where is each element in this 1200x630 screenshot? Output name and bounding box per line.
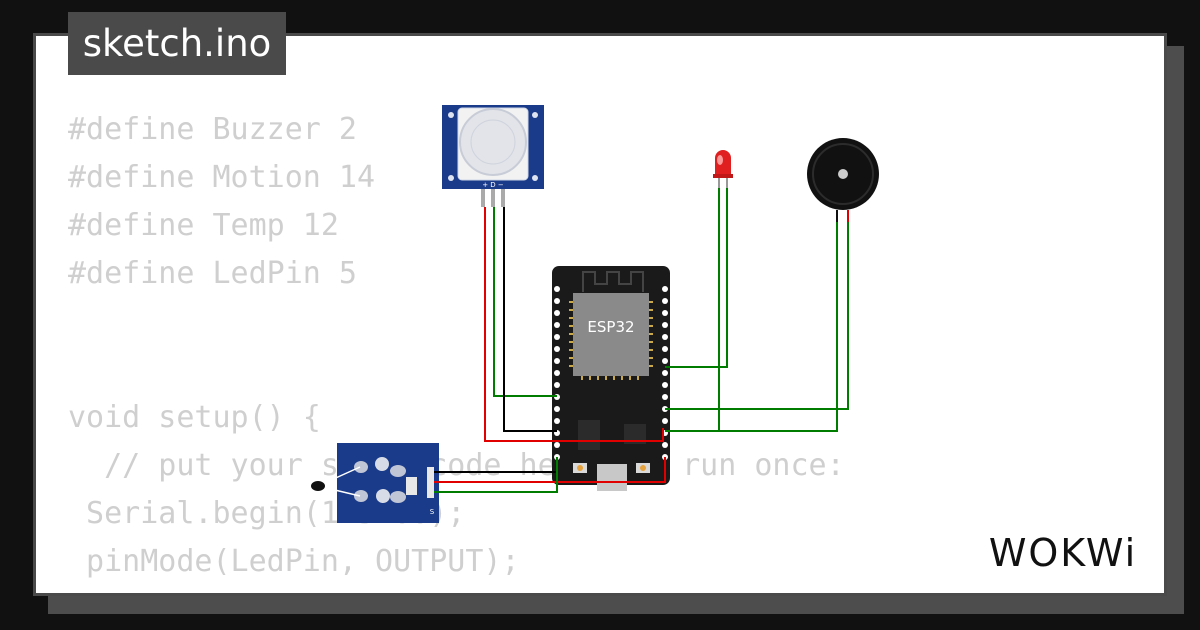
buzzer-hole [838, 169, 848, 179]
usb-port-icon [597, 464, 627, 491]
wire-led-cathode[interactable] [665, 188, 728, 368]
code-line: pinMode(Buzzer, OUTPUT); [68, 586, 845, 593]
pir-pin [501, 189, 505, 207]
wire-led-anode[interactable] [665, 188, 720, 432]
wokwi-logo: WOKWi [989, 531, 1137, 575]
temp-sensor-pin-label: S [430, 508, 435, 516]
wokwi-logo-text: WOKWi [989, 531, 1137, 575]
pir-pin [491, 189, 495, 207]
thermistor-lead [317, 485, 361, 497]
solder-pad [390, 491, 406, 503]
pir-dome-icon [459, 108, 527, 176]
wire-pir-gnd[interactable] [503, 207, 557, 432]
wire-pir-data[interactable] [493, 207, 557, 397]
usb-uart-chip [624, 424, 646, 444]
filename-tab[interactable]: sketch.ino [68, 12, 286, 75]
esp32-board[interactable]: ESP32 [552, 266, 670, 491]
pir-dome-ring-icon [470, 119, 516, 165]
esp32-chip-label: ESP32 [587, 318, 634, 336]
pir-pin [481, 189, 485, 207]
esp32-chip [573, 293, 649, 376]
header-pins-left [554, 286, 560, 460]
wire-temp-gnd[interactable] [434, 457, 558, 473]
led-body-icon [715, 150, 731, 176]
resistor [406, 477, 417, 495]
mount-hole-icon [448, 112, 454, 118]
solder-pad [354, 461, 368, 473]
buzzer[interactable] [807, 138, 879, 222]
wire-buzzer-ground[interactable] [665, 222, 838, 432]
led-rim [713, 174, 733, 178]
mount-hole-icon [375, 457, 389, 471]
chip-pins [569, 301, 653, 380]
solder-pad [390, 465, 406, 477]
button-cap [640, 465, 646, 471]
temperature-sensor[interactable]: S [311, 443, 439, 523]
wire-pir-vcc[interactable] [484, 207, 664, 442]
red-led[interactable] [713, 150, 733, 188]
mount-hole-icon [532, 175, 538, 181]
header-pins-right [662, 286, 668, 460]
voltage-regulator [578, 420, 600, 450]
code-line: pinMode(LedPin, OUTPUT); [68, 544, 520, 579]
mount-hole-icon [376, 489, 390, 503]
antenna-trace-icon [582, 271, 644, 292]
temp-sensor-board [337, 443, 439, 523]
wire-temp-signal[interactable] [434, 457, 558, 493]
thermistor-icon [311, 481, 325, 491]
code-line: #define Temp 12 [68, 208, 339, 243]
wire-buzzer-signal[interactable] [665, 222, 849, 410]
buzzer-ring [812, 143, 874, 205]
code-line: void setup() { [68, 400, 321, 435]
wires [434, 188, 849, 493]
code-line: #define LedPin 5 [68, 256, 357, 291]
pir-sensor[interactable]: + D − [442, 105, 544, 207]
solder-pad [354, 490, 368, 502]
pir-pin-labels: + D − [482, 181, 504, 189]
wire-temp-vcc[interactable] [434, 457, 666, 483]
button-cap [577, 465, 583, 471]
mount-hole-icon [532, 112, 538, 118]
led-highlight [717, 155, 723, 165]
mount-hole-icon [448, 175, 454, 181]
temp-pin-header [427, 467, 434, 498]
code-line: #define Buzzer 2 [68, 112, 357, 147]
thermistor-lead [317, 466, 361, 487]
code-line: #define Motion 14 [68, 160, 376, 195]
